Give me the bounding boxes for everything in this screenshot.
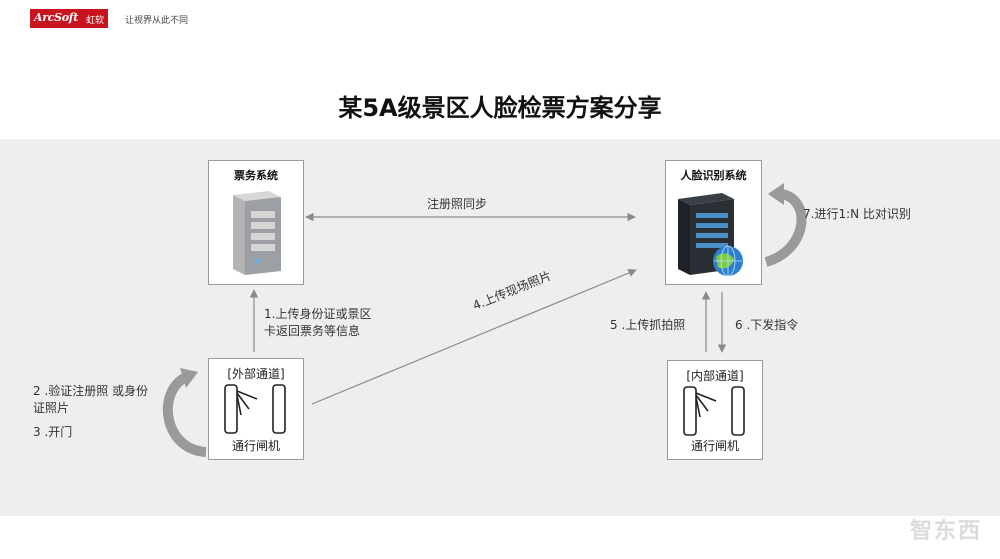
step2-label-line1: 2 .验证注册照 或身份 <box>33 384 149 398</box>
logo-brand-text: ArcSoft <box>34 11 79 24</box>
step3-label: 3 .开门 <box>33 425 73 439</box>
turnstile-icon <box>683 386 745 436</box>
turnstile-icon <box>224 384 286 434</box>
step1-label-line1: 1.上传身份证或景区 <box>264 307 372 321</box>
face-system-label: 人脸识别系统 <box>680 169 747 182</box>
arcsoft-logo: ArcSoft 虹软 <box>30 9 108 28</box>
step4-arrow <box>311 269 637 405</box>
ticket-system-label: 票务系统 <box>234 169 278 182</box>
page-title: 某5A级景区人脸检票方案分享 <box>338 94 662 122</box>
outer-gate-label: [外部通道] <box>227 367 285 381</box>
step6-label: 6 .下发指令 <box>735 318 799 332</box>
step2-label: 2 .验证注册照 或身份 证照片 <box>33 383 148 417</box>
step1-label: 1.上传身份证或景区 卡返回票务等信息 <box>264 306 371 340</box>
inner-gate-node: [内部通道] 通行闸机 <box>667 360 763 460</box>
step7-loop-arrow <box>764 183 807 267</box>
server-icon <box>233 191 281 275</box>
step1-label-line2: 卡返回票务等信息 <box>264 324 361 338</box>
outer-gate-caption: 通行闸机 <box>231 439 280 453</box>
outer-gate-node: [外部通道] 通行闸机 <box>208 358 304 460</box>
header-slogan: 让视界从此不同 <box>125 16 189 26</box>
inner-gate-label: [内部通道] <box>686 369 744 383</box>
logo-brand-cn: 虹软 <box>85 16 104 26</box>
inner-gate-caption: 通行闸机 <box>690 439 739 453</box>
ticket-system-node: 票务系统 <box>208 160 304 285</box>
server-rack-icon <box>678 193 743 277</box>
diagram-background <box>0 139 1000 516</box>
step7-label: 7.进行1:N 比对识别 <box>803 207 911 221</box>
step2-loop-arrow <box>162 368 207 457</box>
sync-label: 注册照同步 <box>427 197 488 211</box>
watermark: 智东西 <box>909 519 982 544</box>
face-recognition-node: 人脸识别系统 <box>665 160 762 285</box>
step5-label: 5 .上传抓拍照 <box>610 318 686 332</box>
step2-label-line2: 证照片 <box>33 401 70 415</box>
